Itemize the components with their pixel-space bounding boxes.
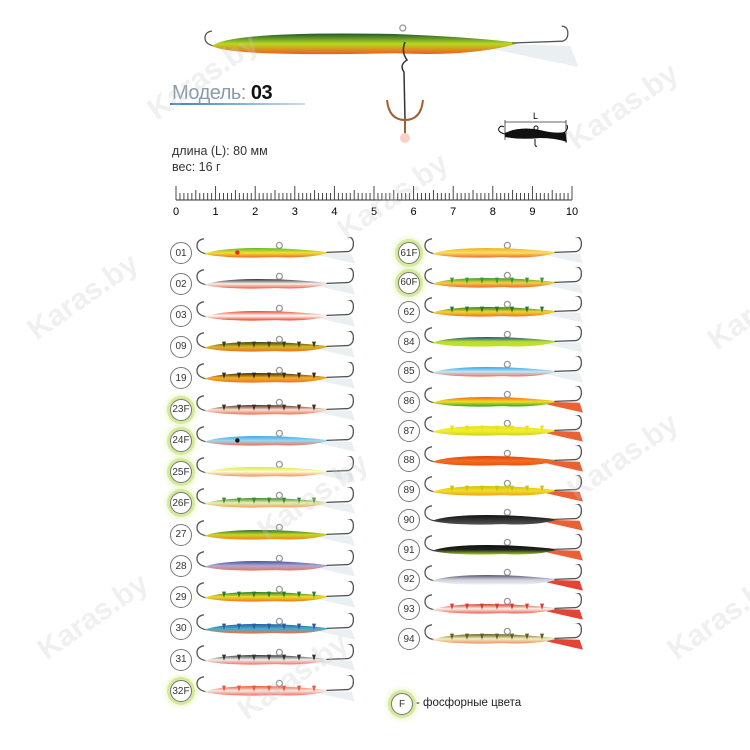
ruler-label: 5	[371, 206, 377, 218]
lure-image	[424, 296, 583, 323]
lure-image	[196, 237, 355, 264]
lure-code-badge: 88	[398, 449, 420, 472]
lure-code-badge: 92	[398, 568, 420, 591]
legend-text: - фосфорные цвета	[416, 697, 522, 709]
lure-image	[196, 643, 355, 671]
ruler-label: 6	[411, 206, 417, 218]
lure-image	[424, 326, 583, 353]
model-underline	[170, 103, 305, 105]
ruler-label: 1	[213, 206, 219, 218]
watermark-text: Karas.by	[661, 566, 750, 667]
main-lure-image	[204, 24, 579, 143]
lure-code-badge: 02	[170, 273, 192, 296]
lure-code-badge: 91	[398, 539, 420, 561]
lure-image	[196, 299, 355, 327]
lure-code-badge: 31	[170, 648, 192, 671]
lure-image	[196, 393, 355, 421]
lure-code-badge: 24F	[170, 429, 192, 452]
lure-code-badge: 32F	[170, 680, 192, 703]
lure-image	[196, 487, 355, 514]
lure-image	[424, 593, 583, 620]
watermark-text: Karas.by	[31, 566, 155, 667]
lure-image	[424, 534, 583, 561]
lure-code-badge: 85	[398, 360, 420, 383]
lure-image	[424, 415, 583, 442]
lure-code-badge: 09	[170, 335, 192, 358]
lure-code-badge: 25F	[170, 461, 192, 484]
lure-code-badge: 27	[170, 523, 192, 546]
lure-image	[196, 675, 355, 702]
lure-image	[424, 266, 583, 294]
lure-code-badge: 29	[170, 586, 192, 609]
lure-image	[196, 518, 355, 546]
lure-image	[196, 456, 355, 483]
lure-code-badge: 87	[398, 420, 420, 443]
ruler-label: 8	[490, 206, 496, 218]
lure-code-badge: 86	[398, 390, 420, 413]
length-spec: длина (L): 80 мм	[172, 144, 268, 158]
lure-image	[196, 581, 355, 608]
diagram-label: L	[533, 111, 538, 121]
lure-code-badge: 28	[170, 555, 192, 577]
lure-code-badge: 03	[170, 304, 192, 327]
length-diagram: L	[498, 111, 568, 147]
model-title: Модель: 03	[172, 82, 273, 104]
lure-image	[196, 550, 355, 577]
lure-image	[196, 424, 355, 452]
ruler-label: 3	[292, 206, 298, 218]
ruler: 0 1 2 3 4 5 6 7 8 9 10	[173, 186, 578, 218]
ruler-label: 10	[566, 206, 578, 218]
lure-code-badge: 19	[170, 367, 192, 390]
lure-image	[424, 504, 583, 531]
ruler-label: 2	[252, 206, 258, 218]
legend-phosphor-badge: F	[391, 693, 413, 715]
lure-code-badge: 26F	[170, 492, 192, 515]
lure-image	[424, 355, 583, 383]
lure-image	[196, 362, 355, 389]
lure-code-badge: 93	[398, 598, 420, 621]
lure-image	[424, 444, 583, 472]
ruler-label: 7	[450, 206, 456, 218]
lure-image	[424, 237, 583, 264]
watermark-text: Karas.by	[701, 256, 750, 357]
lure-image	[424, 474, 583, 502]
lure-code-badge: 30	[170, 617, 192, 640]
lure-image	[424, 385, 583, 413]
ruler-label: 4	[331, 206, 337, 218]
lure-image	[196, 330, 355, 358]
lure-code-badge: 62	[398, 301, 420, 324]
lure-image	[196, 268, 355, 295]
lure-code-badge: 90	[398, 509, 420, 532]
lure-code-badge: 60F	[398, 271, 420, 294]
lure-code-badge: 23F	[170, 398, 192, 421]
lure-code-badge: 94	[398, 628, 420, 651]
watermark-text: Karas.by	[21, 246, 145, 347]
lure-code-badge: 84	[398, 331, 420, 354]
lure-code-badge: 61F	[398, 242, 420, 264]
ruler-label: 9	[529, 206, 535, 218]
lure-code-badge: 89	[398, 479, 420, 502]
lure-image	[196, 612, 355, 640]
lure-image	[424, 563, 583, 591]
weight-spec: вес: 16 г	[172, 160, 221, 174]
lure-image	[424, 623, 583, 650]
lure-code-badge: 01	[170, 242, 192, 264]
ruler-label: 0	[173, 206, 179, 218]
